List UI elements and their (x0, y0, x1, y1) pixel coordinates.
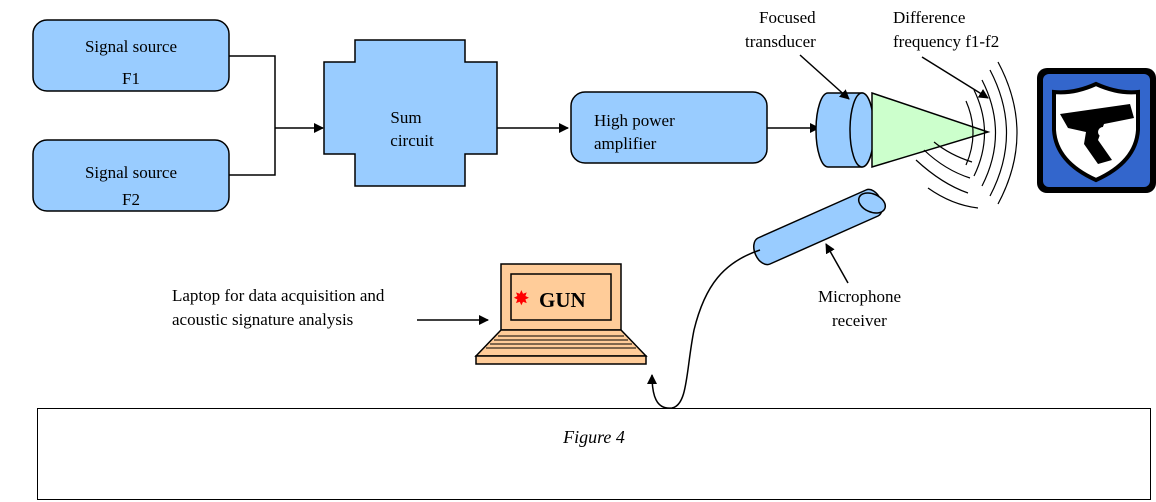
sum-circuit: Sum circuit (323, 39, 498, 187)
signal-source-f2-line2: F2 (122, 190, 140, 209)
laptop-label-line1: Laptop for data acquisition and (172, 286, 385, 305)
microphone-icon (753, 188, 887, 266)
transducer-label-line1: Focused (759, 8, 816, 27)
laptop-label-line2: acoustic signature analysis (172, 310, 353, 329)
signal-source-f1: Signal source F1 (32, 19, 230, 92)
amplifier-line2: amplifier (594, 134, 657, 153)
focused-transducer-icon (815, 92, 875, 168)
amplifier-line1: High power (594, 111, 675, 130)
transducer-label-line2: transducer (745, 32, 816, 51)
sum-circuit-line2: circuit (390, 131, 434, 150)
signal-source-f1-line2: F1 (122, 69, 140, 88)
alert-star-icon: ✸ (513, 286, 530, 310)
difference-label-line1: Difference (893, 8, 965, 27)
laptop-icon: ✸ GUN (474, 263, 648, 365)
sum-circuit-line1: Sum (390, 108, 421, 127)
figure-caption: Figure 4 (563, 427, 625, 447)
gun-shield-icon (1037, 68, 1156, 193)
acoustic-beam-cone (871, 91, 991, 169)
high-power-amplifier: High power amplifier (570, 91, 768, 164)
difference-label-line2: frequency f1-f2 (893, 32, 999, 51)
laptop-screen-text: GUN (539, 288, 586, 312)
microphone-cable (647, 249, 761, 408)
focused-transducer-label: Focused transducer (745, 8, 850, 100)
source-connector-lines (229, 55, 324, 176)
signal-source-f1-line1: Signal source (85, 37, 177, 56)
signal-source-f2-line1: Signal source (85, 163, 177, 182)
diagram-canvas: Signal source F1 Signal source F2 Sum ci… (32, 8, 1156, 408)
signal-source-f2: Signal source F2 (32, 139, 230, 212)
laptop-label: Laptop for data acquisition and acoustic… (172, 286, 489, 329)
difference-frequency-label: Difference frequency f1-f2 (893, 8, 999, 99)
microphone-label-line1: Microphone (818, 287, 901, 306)
figure-caption-box: Figure 4 (37, 408, 1151, 500)
microphone-label-line2: receiver (832, 311, 887, 330)
microphone-receiver-label: Microphone receiver (818, 243, 901, 330)
